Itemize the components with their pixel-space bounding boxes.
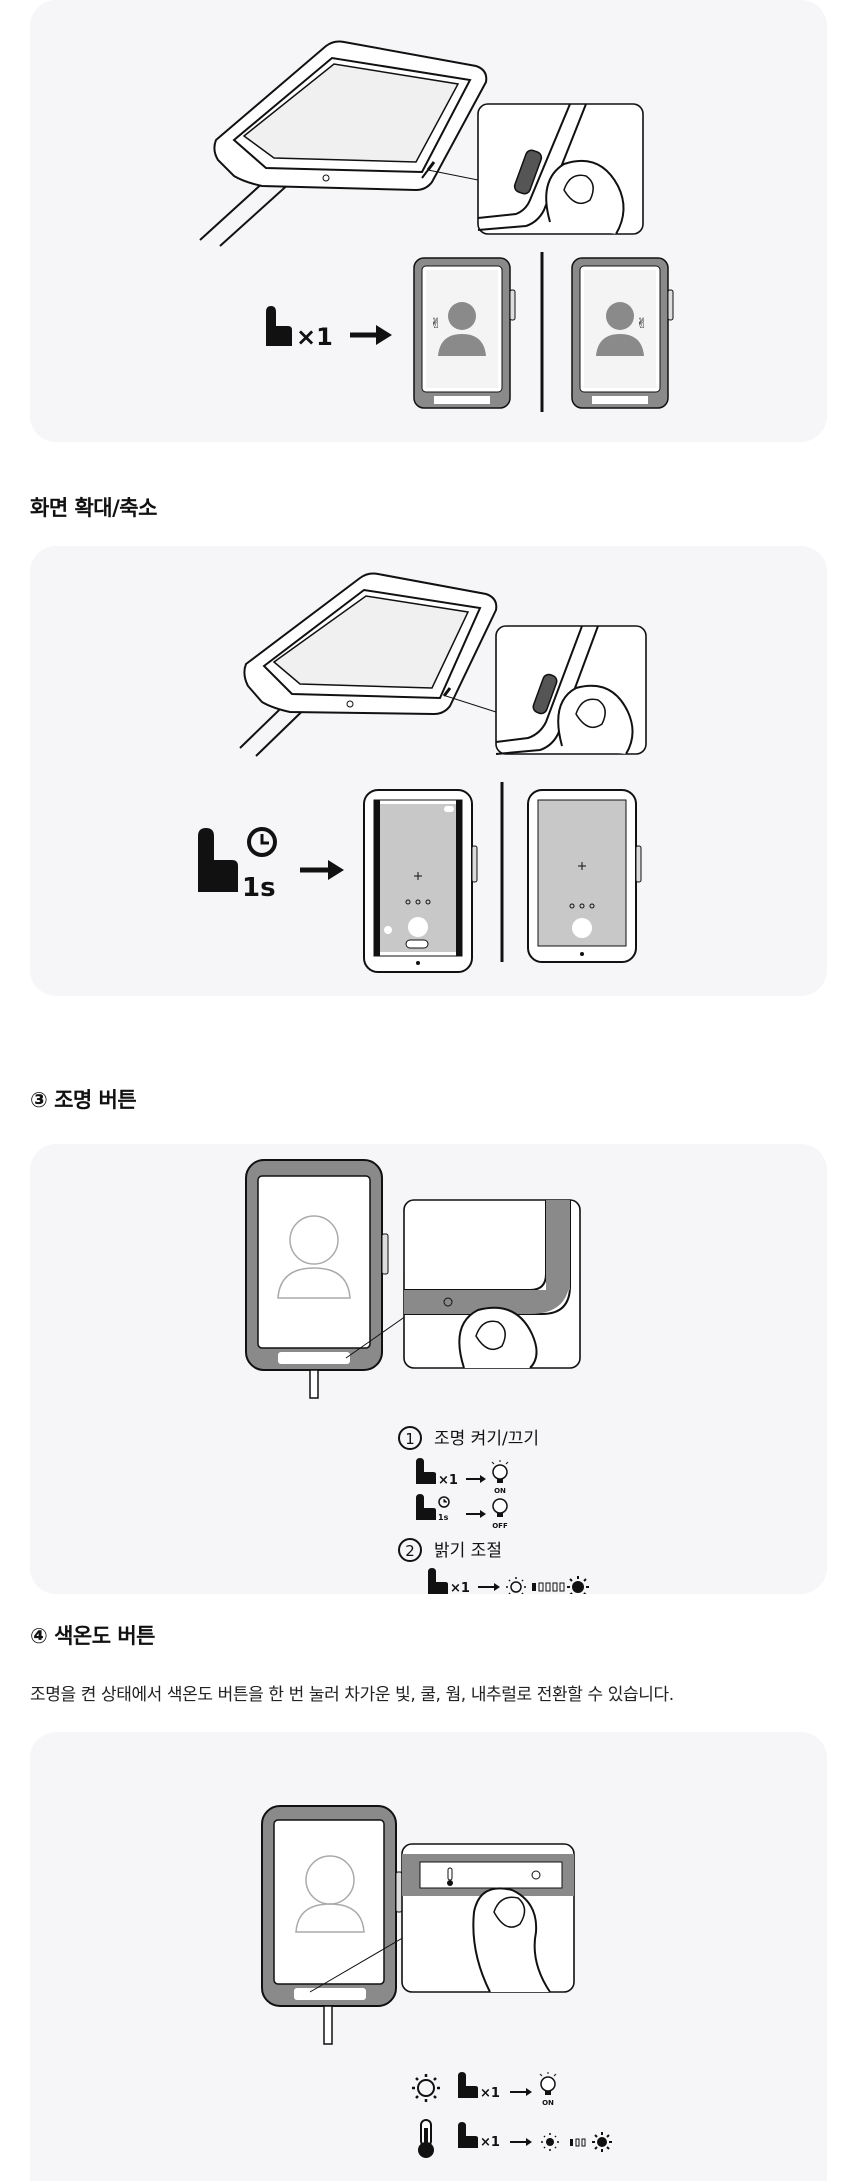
arrow-right-icon	[350, 325, 392, 345]
camera-ui-preview	[363, 789, 478, 973]
sun-icon	[443, 1297, 453, 1307]
bulb-on-icon	[491, 1460, 509, 1483]
step-1-label: 조명 켜기/끄기	[434, 1429, 539, 1449]
section-title-zoom: 화면 확대/축소	[30, 496, 157, 520]
svg-text:2: 2	[405, 1542, 415, 1560]
device-front-icon	[245, 1159, 389, 1399]
brightness-high-icon	[592, 2132, 612, 2152]
brightness-low-icon	[541, 2133, 559, 2151]
light-on-label: ON	[542, 2099, 554, 2107]
light-off-label: OFF	[492, 1522, 508, 1530]
thermometer-icon	[418, 2119, 434, 2158]
device-preview-front: ✌	[413, 257, 516, 409]
color-temp-illustration: ×1 ON ×1	[261, 1805, 612, 2158]
brightness-high-icon	[567, 1576, 589, 1594]
brightness-icon	[412, 2074, 440, 2102]
device-front-icon	[261, 1805, 403, 2045]
step-2-label: 밝기 조절	[434, 1541, 502, 1561]
section-title-color-temp: ④ 색온도 버튼	[30, 1624, 156, 1648]
tap-finger-icon	[266, 306, 292, 346]
tap-count-label: ×1	[480, 2086, 500, 2101]
tilted-device-icon	[243, 572, 498, 716]
tap-finger-icon	[416, 1458, 436, 1484]
camera-button-illustration: ×1 ✌ ✌	[199, 40, 674, 412]
color-temp-description: 조명을 켠 상태에서 색온도 버튼을 한 번 눌러 차가운 빛, 쿨, 웜, 내…	[30, 1685, 674, 1705]
illustration-panel-color-temp: ×1 ON ×1	[30, 1732, 827, 2181]
color-temp-button-zoom-inset	[401, 1843, 575, 1993]
tilted-device-icon	[213, 40, 488, 192]
bulb-on-icon	[539, 2072, 557, 2095]
svg-text:1: 1	[405, 1430, 415, 1448]
hold-duration-label: 1s	[242, 873, 276, 903]
bulb-off-icon	[492, 1498, 508, 1517]
arrow-right-icon	[300, 860, 344, 880]
tap-count-label: ×1	[450, 1581, 470, 1594]
light-on-label: ON	[494, 1487, 506, 1495]
illustration-panel-camera: ×1 ✌ ✌	[30, 0, 827, 442]
hold-finger-icon	[198, 828, 238, 892]
section-title-light-button: ③ 조명 버튼	[30, 1088, 137, 1112]
svg-text:✌: ✌	[430, 316, 442, 332]
tap-count-label: ×1	[438, 1473, 458, 1488]
brightness-level-bar	[532, 1582, 565, 1592]
light-button-zoom-inset	[403, 1199, 581, 1369]
brightness-low-icon	[506, 1577, 526, 1594]
zoom-illustration: 1s	[198, 572, 647, 973]
camera-button-zoom-inset	[477, 103, 644, 235]
tap-finger-icon	[458, 2122, 478, 2148]
hold-finger-icon	[416, 1494, 436, 1520]
svg-text:✌: ✌	[636, 316, 648, 332]
device-preview-back: ✌	[571, 257, 674, 409]
clock-icon	[438, 1496, 450, 1508]
sun-icon	[531, 1870, 541, 1880]
zoom-button-inset	[495, 625, 647, 755]
step-2-badge: 2	[398, 1538, 422, 1562]
tap-finger-icon	[458, 2072, 478, 2098]
color-temp-level-bar	[570, 2138, 586, 2147]
camera-ui-zoomed-preview	[527, 789, 642, 963]
illustration-panel-light: 1 조명 켜기/끄기 ×1 ON 1s OFF	[30, 1144, 827, 1594]
thermometer-icon	[447, 1867, 453, 1886]
tap-finger-icon	[428, 1568, 448, 1594]
tap-count-label: ×1	[296, 323, 333, 351]
clock-icon	[247, 827, 277, 857]
light-button-illustration: 1 조명 켜기/끄기 ×1 ON 1s OFF	[245, 1159, 589, 1594]
hold-duration-label: 1s	[438, 1513, 449, 1522]
tap-count-label: ×1	[480, 2135, 500, 2150]
step-1-badge: 1	[398, 1426, 422, 1450]
illustration-panel-zoom: 1s	[30, 546, 827, 996]
